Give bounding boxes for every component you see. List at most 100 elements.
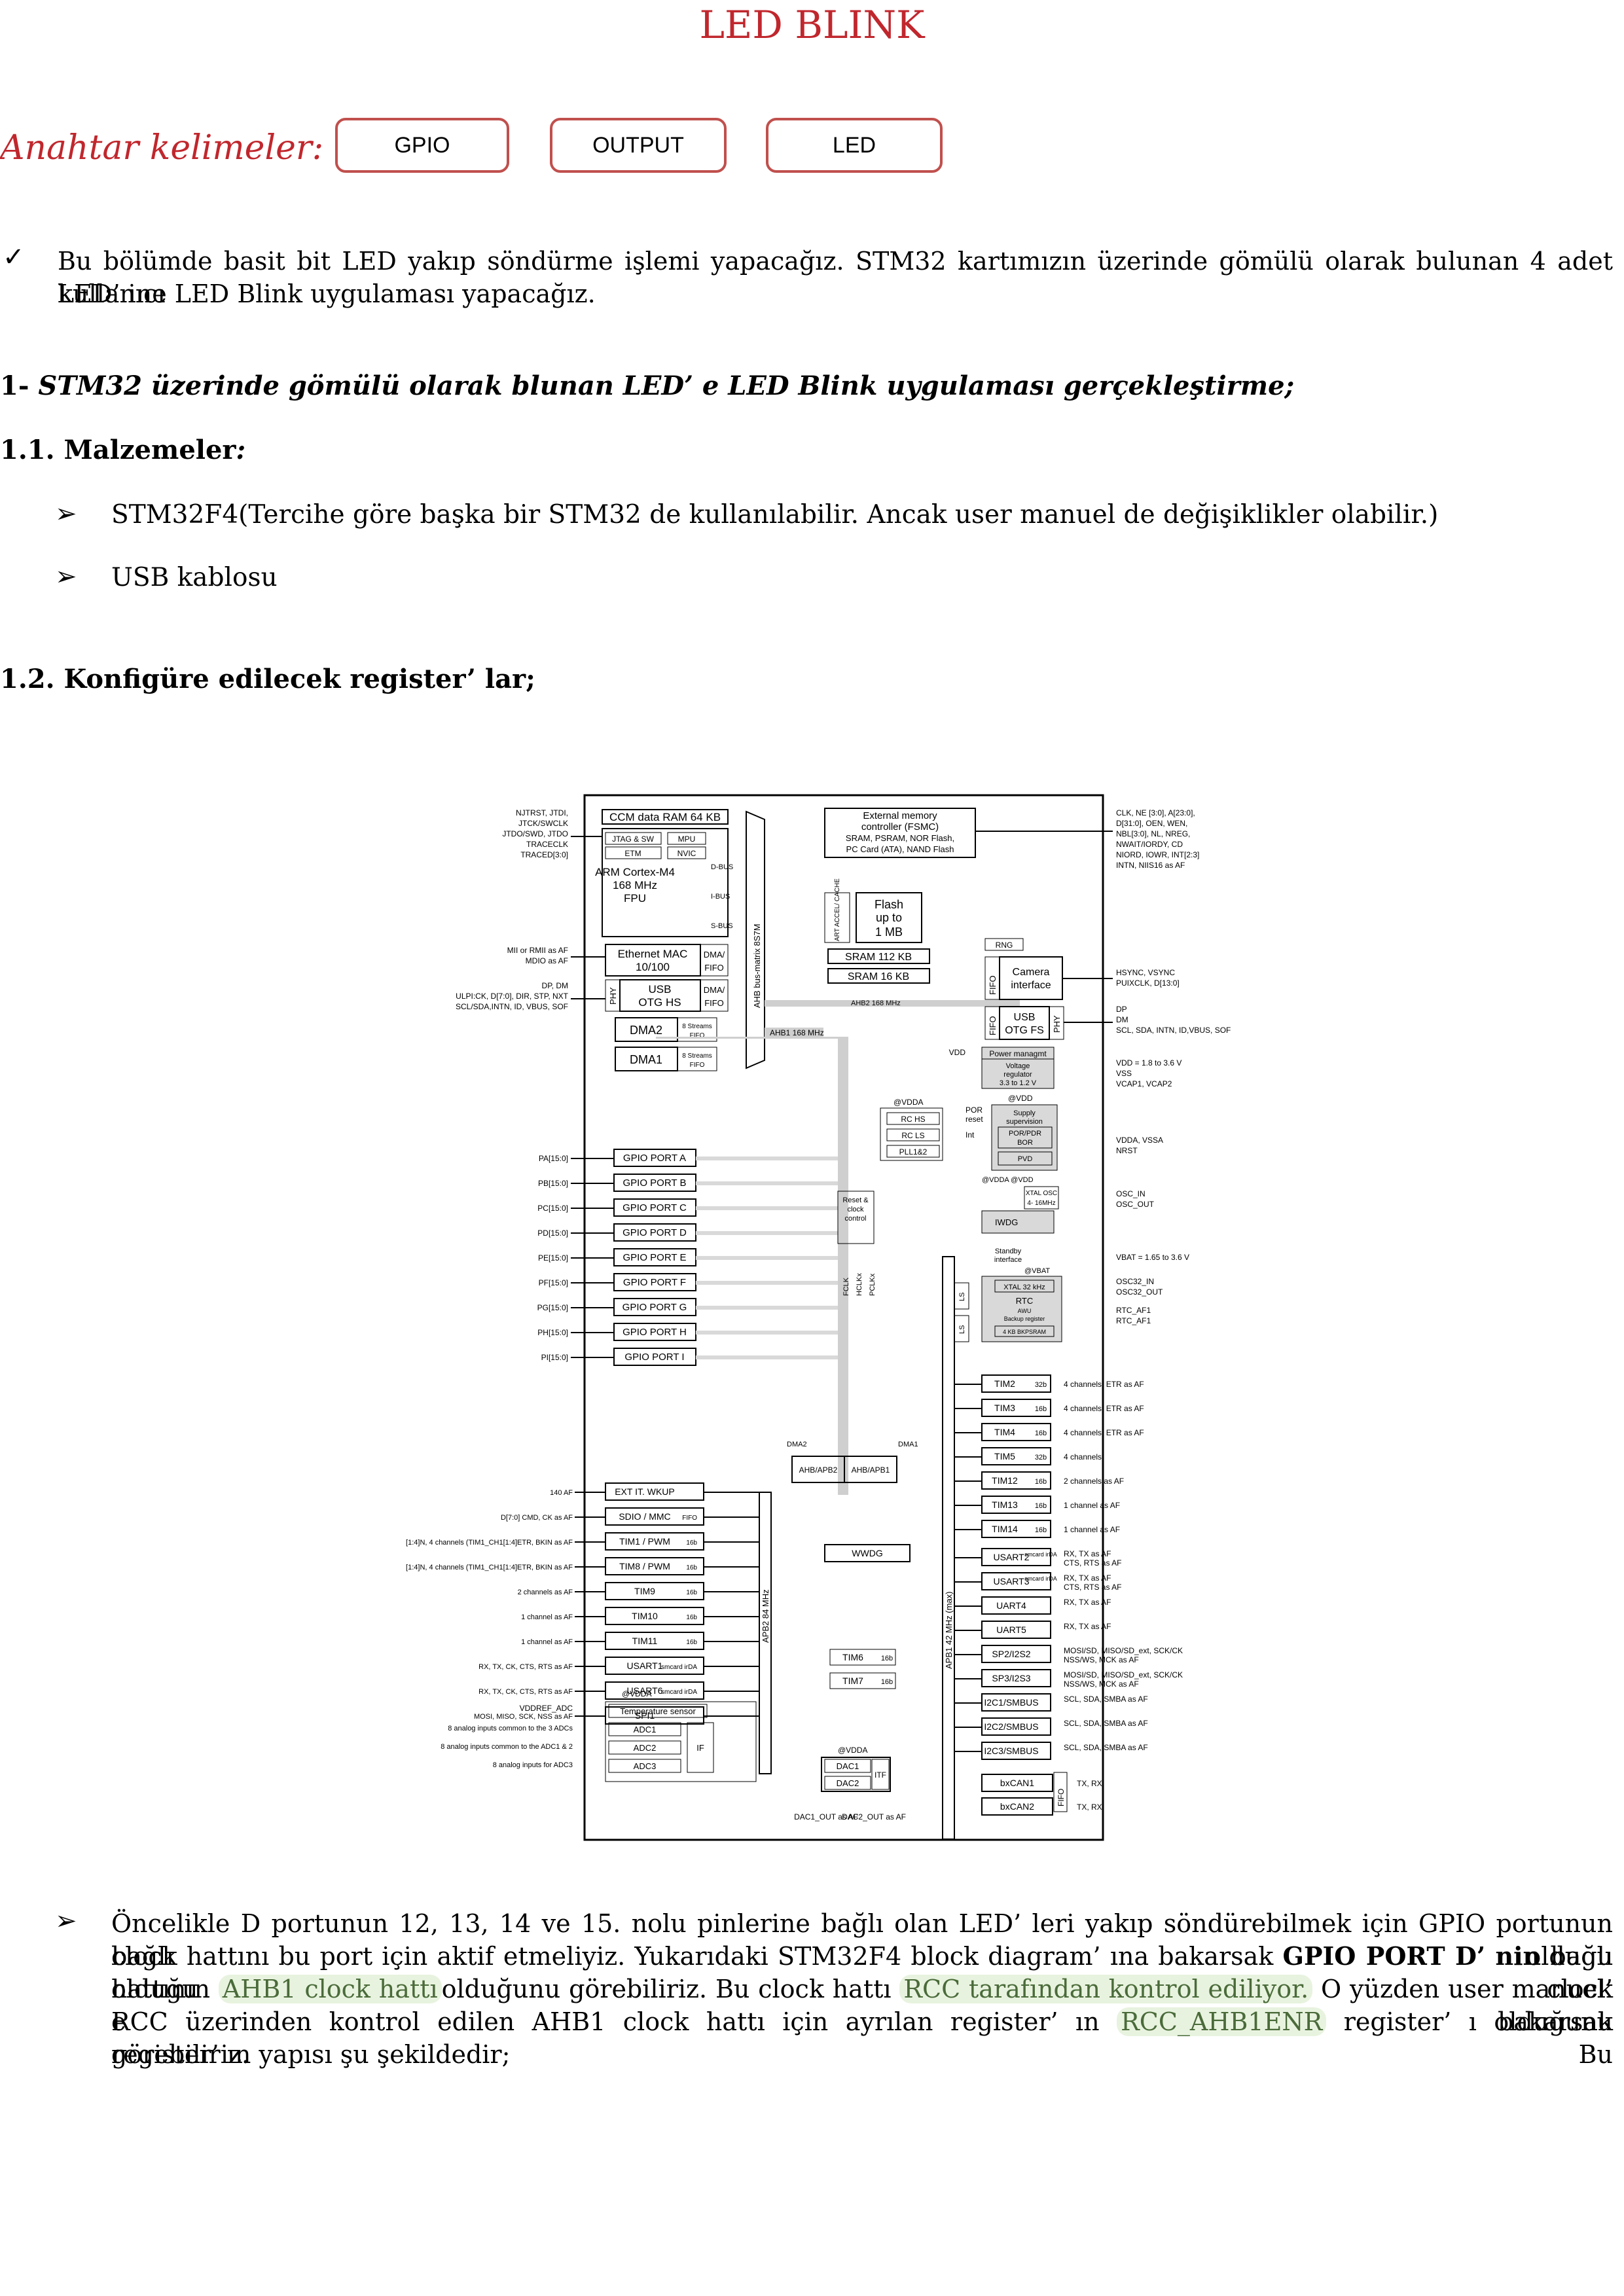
svg-text:LS: LS <box>958 1293 966 1301</box>
svg-text:Power managmt: Power managmt <box>989 1049 1047 1058</box>
can-label: bxCAN1 <box>1000 1778 1034 1788</box>
gpio-pin-label: PB[15:0] <box>538 1179 568 1188</box>
gpio-bus-line <box>696 1281 838 1285</box>
timer-label: TIM12 <box>992 1475 1018 1486</box>
gpio-port-label: GPIO PORT I <box>624 1352 684 1363</box>
svg-text:DMA2: DMA2 <box>630 1024 662 1037</box>
svg-text:reset: reset <box>965 1115 983 1124</box>
svg-text:WWDG: WWDG <box>852 1548 882 1558</box>
svg-text:FIFO: FIFO <box>704 998 724 1008</box>
svg-text:APB2 84 MHz: APB2 84 MHz <box>761 1589 770 1643</box>
svg-text:Backup register: Backup register <box>1004 1316 1045 1322</box>
svg-text:XTAL 32 kHz: XTAL 32 kHz <box>1003 1283 1045 1291</box>
svg-text:VDDREF_ADC: VDDREF_ADC <box>520 1704 573 1713</box>
timer-bits: 16b <box>1035 1478 1047 1486</box>
timer-bits: 16b <box>1035 1405 1047 1413</box>
highlight-ahb1: AHB1 clock hattı <box>218 1975 442 2003</box>
keyword-tag-led: LED <box>766 118 943 173</box>
gpio-bus-line <box>696 1231 838 1235</box>
svg-text:ETM: ETM <box>624 849 641 858</box>
svg-text:JTAG & SW: JTAG & SW <box>612 834 654 844</box>
timer-label: TIM5 <box>994 1451 1015 1462</box>
svg-text:OTG FS: OTG FS <box>1005 1025 1044 1036</box>
svg-text:IF: IF <box>696 1743 704 1753</box>
timer-bits: 16b <box>1035 1526 1047 1534</box>
svg-text:@VDDA @VDD: @VDDA @VDD <box>982 1176 1034 1184</box>
svg-text:4- 16MHz: 4- 16MHz <box>1027 1200 1055 1207</box>
svg-text:RNG: RNG <box>996 941 1013 950</box>
svg-text:PHY: PHY <box>1052 1015 1062 1033</box>
svg-text:interface: interface <box>1011 980 1051 991</box>
svg-text:D[31:0], OEN, WEN,: D[31:0], OEN, WEN, <box>1116 819 1187 828</box>
periph-af: compl. channels (TIM1_CH1[1:4]N, 4 chann… <box>406 1564 573 1571</box>
serial-label: I2C2/SMBUS <box>984 1721 1038 1732</box>
timer-bits: 16b <box>1035 1429 1047 1437</box>
serial-af: MOSI/SD, MISO/SD_ext, SCK/CK <box>1064 1646 1183 1655</box>
keyword-tag-output: OUTPUT <box>550 118 727 173</box>
stm32f4-block-diagram: CCM data RAM 64 KB JTAG & SW MPU ETM NVI… <box>406 794 1231 1841</box>
svg-text:Supply: Supply <box>1013 1109 1036 1117</box>
svg-text:AHB bus-matrix 8S7M: AHB bus-matrix 8S7M <box>752 924 762 1008</box>
svg-text:@VDDA: @VDDA <box>893 1098 924 1107</box>
svg-text:PC Card (ATA), NAND Flash: PC Card (ATA), NAND Flash <box>846 844 954 854</box>
timer-bits: 16b <box>1035 1502 1047 1510</box>
periph-af: MOSI, MISO, SCK, NSS as AF <box>474 1713 573 1721</box>
svg-text:@VBAT: @VBAT <box>1024 1267 1050 1275</box>
periph-af: D[7:0] CMD, CK as AF <box>501 1514 573 1522</box>
svg-text:Temperature sensor: Temperature sensor <box>620 1706 696 1716</box>
svg-text:Int: Int <box>965 1130 975 1139</box>
svg-text:Reset &: Reset & <box>842 1196 869 1204</box>
periph-label: TIM9 <box>634 1586 655 1596</box>
svg-text:SRAM, PSRAM, NOR Flash,: SRAM, PSRAM, NOR Flash, <box>846 833 954 843</box>
periph-af: RX, TX, CK, CTS, RTS as AF <box>478 1663 573 1671</box>
svg-text:DMA2: DMA2 <box>787 1441 807 1448</box>
svg-text:DMA1: DMA1 <box>898 1441 918 1448</box>
gpio-bus-line <box>696 1157 838 1160</box>
serial-af: RX, TX as AF <box>1064 1598 1111 1607</box>
svg-text:SRAM 16 KB: SRAM 16 KB <box>848 971 909 982</box>
svg-text:D-BUS: D-BUS <box>711 863 733 871</box>
svg-text:POR: POR <box>965 1105 983 1115</box>
svg-text:controller (FSMC): controller (FSMC) <box>861 821 939 833</box>
periph-bits: smcard irDA <box>661 1689 697 1696</box>
gpio-port-label: GPIO PORT G <box>623 1302 687 1313</box>
svg-text:VDD = 1.8 to 3.6 V: VDD = 1.8 to 3.6 V <box>1116 1058 1182 1067</box>
svg-text:FCLK: FCLK <box>842 1277 850 1296</box>
gpio-bus-line <box>696 1181 838 1185</box>
svg-text:8 analog inputs for ADC3: 8 analog inputs for ADC3 <box>493 1761 573 1769</box>
periph-label: USART6 <box>627 1685 663 1696</box>
can-box <box>981 1797 1053 1816</box>
timer-label: TIM2 <box>994 1378 1015 1389</box>
svg-text:USB: USB <box>649 983 672 996</box>
timer-label: TIM13 <box>992 1499 1018 1510</box>
periph-label: TIM10 <box>632 1611 658 1621</box>
svg-text:8 analog inputs common to the: 8 analog inputs common to the ADC1 & 2 <box>441 1743 573 1751</box>
svg-text:OSC_IN: OSC_IN <box>1116 1189 1146 1198</box>
svg-text:TIM6: TIM6 <box>842 1652 863 1662</box>
periph-label: SDIO / MMC <box>619 1511 670 1522</box>
serial-af: MOSI/SD, MISO/SD_ext, SCK/CK <box>1064 1670 1183 1679</box>
arrow-bullet-icon: ➢ <box>55 499 77 529</box>
periph-bits: 16b <box>686 1639 697 1646</box>
svg-text:8 analog inputs common to the: 8 analog inputs common to the 3 ADCs <box>448 1725 573 1732</box>
svg-text:APB1 42 MHz (max): APB1 42 MHz (max) <box>944 1592 954 1669</box>
svg-text:ART ACCEL/ CACHE: ART ACCEL/ CACHE <box>834 878 841 941</box>
svg-text:PLL1&2: PLL1&2 <box>899 1147 928 1157</box>
gpio-port-list: GPIO PORT APA[15:0]GPIO PORT BPB[15:0]GP… <box>537 1149 838 1366</box>
timer-label: TIM4 <box>994 1427 1015 1437</box>
gpio-port-label: GPIO PORT E <box>623 1252 687 1263</box>
svg-text:DAC1: DAC1 <box>837 1761 859 1771</box>
svg-text:NIORD, IOWR, INT[2:3]: NIORD, IOWR, INT[2:3] <box>1116 850 1199 859</box>
serial-extra: smcard irDA <box>1024 1575 1057 1582</box>
svg-text:16b: 16b <box>881 1678 893 1686</box>
svg-text:supervision: supervision <box>1006 1118 1043 1126</box>
svg-text:NRST: NRST <box>1116 1146 1138 1155</box>
svg-text:10/100: 10/100 <box>636 961 670 973</box>
svg-text:NWAIT/IORDY, CD: NWAIT/IORDY, CD <box>1116 840 1183 849</box>
serial-af: RX, TX as AF <box>1064 1573 1111 1583</box>
timer-af: 1 channel as AF <box>1064 1525 1120 1534</box>
svg-text:VBAT = 1.65 to 3.6 V: VBAT = 1.65 to 3.6 V <box>1116 1253 1189 1262</box>
periph-af: 2 channels as AF <box>518 1588 573 1596</box>
timer-af: 4 channels, ETR as AF <box>1064 1428 1144 1437</box>
